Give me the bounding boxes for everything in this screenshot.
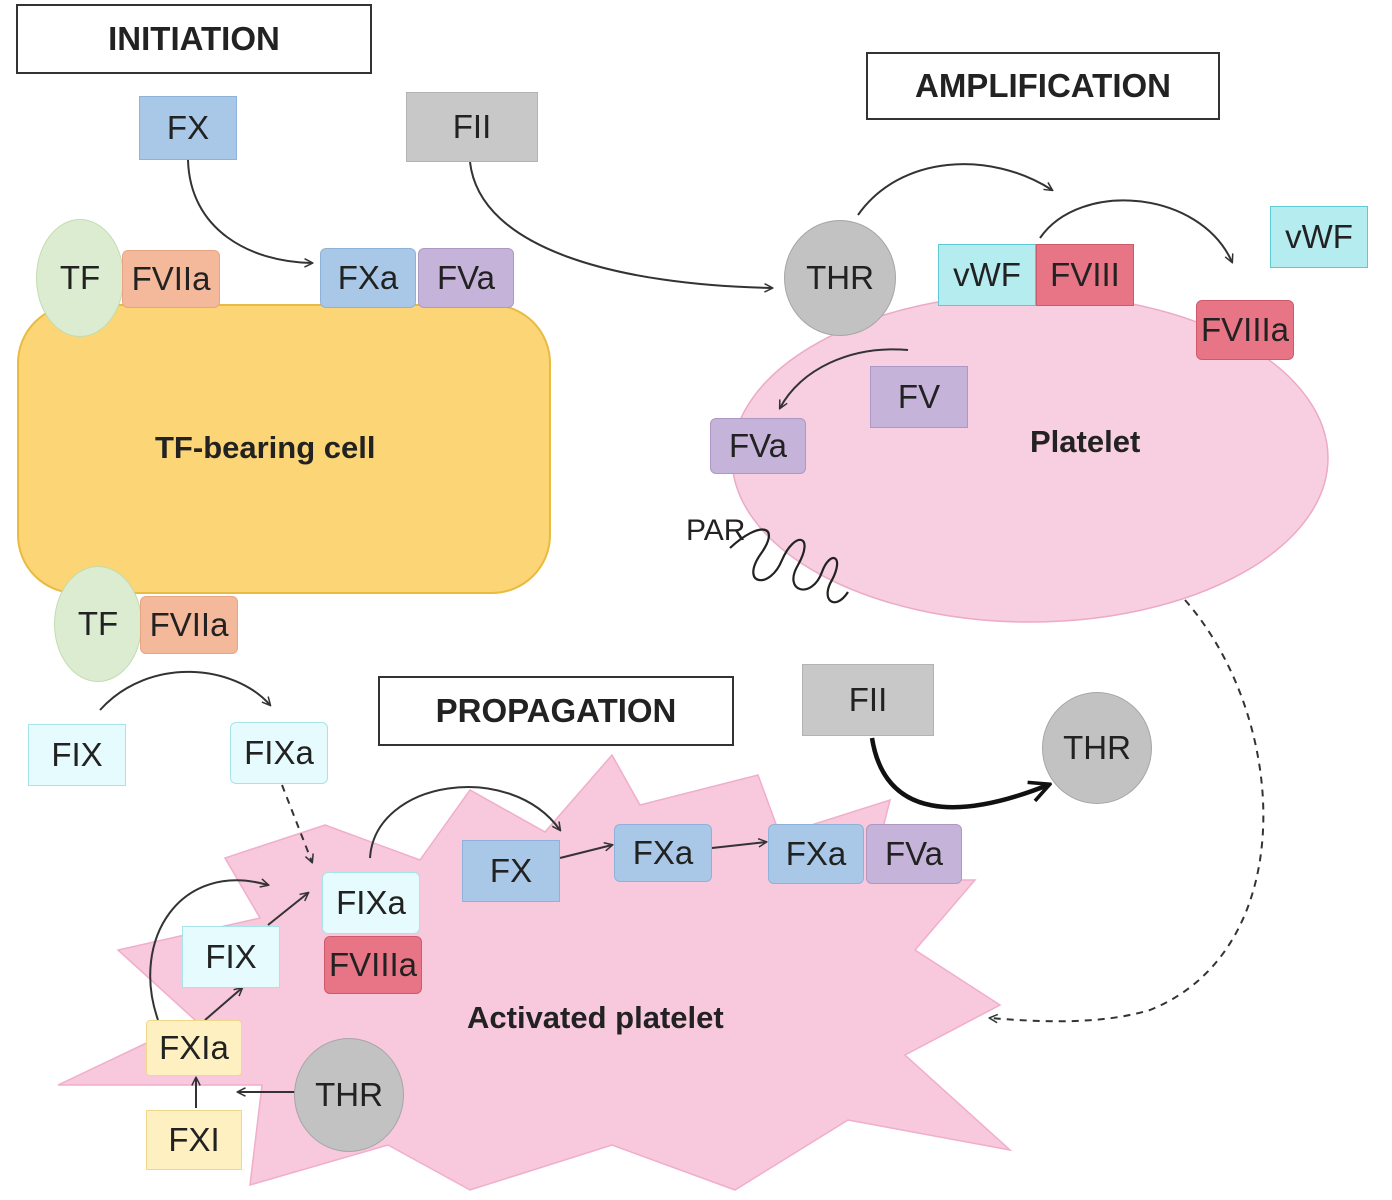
- fva-box: FVa: [418, 248, 514, 308]
- fxia-box: FXIa: [146, 1020, 242, 1076]
- fviiia-propagation-box: FVIIIa: [324, 936, 422, 994]
- fxa-box: FXa: [320, 248, 416, 308]
- fxi-box: FXI: [146, 1110, 242, 1170]
- propagation-title: PROPAGATION: [378, 676, 734, 746]
- platelet-label: Platelet: [1030, 424, 1141, 459]
- fii-propagation-box: FII: [802, 664, 934, 736]
- arrow-fx-to-fxa: [187, 159, 312, 263]
- arrow-fxia-to-fixa: [149, 880, 268, 1021]
- fviia-bottom-box: FVIIa: [140, 596, 238, 654]
- arrow-fx-to-fxa-propagation: [559, 845, 612, 859]
- tf-bottom-ellipse: TF: [54, 566, 142, 682]
- arrow-fixa-to-activated-platelet: [281, 784, 312, 862]
- arrow-platelet-to-activated: [990, 599, 1265, 1021]
- fx-propagation-box: FX: [462, 840, 560, 902]
- thr-amplification-ellipse: THR: [784, 220, 896, 336]
- fx-box: FX: [139, 96, 237, 160]
- fva-amplification-box: FVa: [710, 418, 806, 474]
- par-label: PAR: [686, 514, 746, 547]
- arrow-thr-to-vwf-fviii: [857, 163, 1052, 216]
- arrow-fii-to-thr: [469, 161, 772, 288]
- fixa-initiation-box: FIXa: [230, 722, 328, 784]
- tf-top-ellipse: TF: [36, 219, 124, 337]
- tf-bearing-cell-label: TF-bearing cell: [155, 430, 376, 465]
- vwf-free-box: vWF: [1270, 206, 1368, 268]
- fviiia-amplification-box: FVIIIa: [1196, 300, 1294, 360]
- fxa-complex-box: FXa: [768, 824, 864, 884]
- arrow-fix-to-fixa-propagation: [267, 893, 308, 926]
- fva-complex-box: FVa: [866, 824, 962, 884]
- thr-activator-ellipse: THR: [294, 1038, 404, 1152]
- amplification-title: AMPLIFICATION: [866, 52, 1220, 120]
- initiation-title: INITIATION: [16, 4, 372, 74]
- vwf-bound-box: vWF: [938, 244, 1036, 306]
- activated-platelet-label: Activated platelet: [467, 1000, 724, 1035]
- arrow-fviii-release: [1039, 199, 1232, 262]
- fixa-propagation-box: FIXa: [322, 872, 420, 934]
- arrow-fix-to-fixa: [99, 670, 270, 711]
- fxa-propagation-box: FXa: [614, 824, 712, 882]
- fviia-top-box: FVIIa: [122, 250, 220, 308]
- fv-box: FV: [870, 366, 968, 428]
- fix-propagation-box: FIX: [182, 926, 280, 988]
- fix-initiation-box: FIX: [28, 724, 126, 786]
- fviii-box: FVIII: [1036, 244, 1134, 306]
- arrow-fxia-to-fix: [204, 988, 242, 1021]
- par-receptor: [729, 528, 849, 604]
- tf-bearing-cell-shape: [17, 304, 551, 594]
- arrow-fxa-to-complex: [711, 842, 766, 849]
- fii-box: FII: [406, 92, 538, 162]
- arrow-fv-to-fva: [780, 348, 909, 408]
- thr-propagation-ellipse: THR: [1042, 692, 1152, 804]
- arrow-fii-to-thr-propagation: [869, 737, 1048, 810]
- arrow-fixa-to-fx: [369, 786, 560, 859]
